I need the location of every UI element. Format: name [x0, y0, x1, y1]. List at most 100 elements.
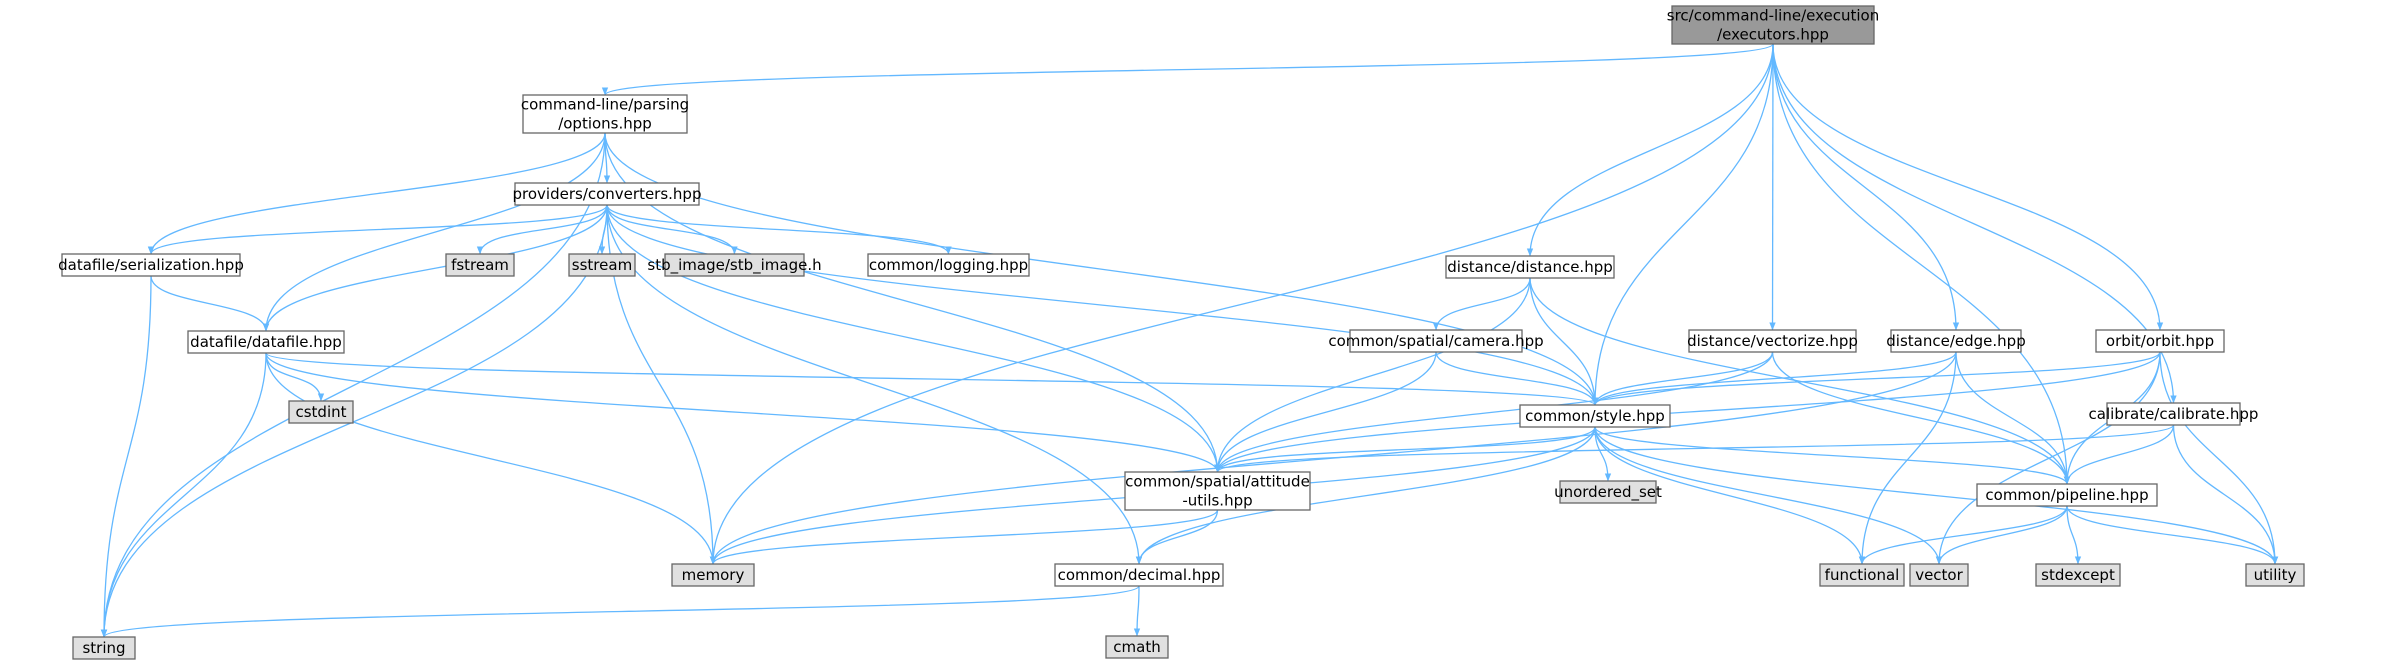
edge-line	[1214, 277, 1531, 473]
node-label: cstdint	[295, 403, 346, 421]
edge-root-to-edge	[1772, 43, 1960, 331]
edge-line	[606, 204, 1599, 406]
node-box	[568, 253, 636, 277]
edge-datafile-to-style	[265, 352, 1598, 406]
edges-layer	[100, 43, 2279, 638]
node-root[interactable]: src/command-line/execution/executors.hpp	[1667, 5, 1879, 45]
edge-line	[100, 204, 608, 638]
node-label: src/command-line/execution	[1667, 7, 1879, 25]
edge-line	[1935, 351, 2161, 565]
node-string: string	[72, 636, 136, 660]
edge-converters-to-stb_image	[606, 204, 738, 255]
node-calibrate[interactable]: calibrate/calibrate.hpp	[2089, 402, 2259, 426]
node-label: cmath	[1113, 638, 1160, 656]
edge-orbit-to-attitude	[1214, 351, 2161, 473]
edge-line	[1591, 351, 1774, 406]
edge-line	[1526, 43, 1774, 257]
node-serialization[interactable]: datafile/serialization.hpp	[58, 253, 244, 277]
node-stdexcept: stdexcept	[2035, 563, 2121, 587]
node-label: fstream	[451, 256, 509, 274]
node-style[interactable]: common/style.hpp	[1519, 404, 1671, 428]
node-vector: vector	[1909, 563, 1969, 587]
node-box	[664, 253, 805, 277]
node-vectorize[interactable]: distance/vectorize.hpp	[1687, 329, 1858, 353]
edge-line	[1214, 351, 2161, 473]
node-label: distance/distance.hpp	[1447, 258, 1613, 276]
edge-style-to-attitude	[1214, 426, 1596, 473]
node-decimal[interactable]: common/decimal.hpp	[1054, 563, 1224, 587]
edge-line	[265, 352, 325, 402]
edge-distance-to-attitude	[1214, 277, 1531, 473]
node-logging[interactable]: common/logging.hpp	[867, 253, 1030, 277]
edge-line	[1935, 505, 2068, 565]
edge-line	[100, 132, 606, 638]
edge-line	[1432, 277, 1531, 331]
node-label: datafile/serialization.hpp	[58, 256, 244, 274]
node-label: common/pipeline.hpp	[1985, 486, 2148, 504]
node-box	[1124, 471, 1311, 511]
edge-line	[476, 204, 608, 255]
node-label: datafile/datafile.hpp	[190, 333, 342, 351]
node-attitude[interactable]: common/spatial/attitude-utils.hpp	[1124, 471, 1311, 511]
edge-vectorize-to-style	[1591, 351, 1774, 406]
node-stb-image: stb_image/stb_image.h	[647, 253, 822, 277]
edge-style-to-utility	[1594, 426, 2279, 565]
edge-datafile-to-cstdint	[265, 352, 325, 402]
node-box	[522, 94, 688, 134]
edge-options-to-datafile	[262, 132, 606, 332]
edge-edge-to-pipeline	[1955, 351, 2071, 485]
node-box	[1671, 5, 1875, 45]
node-label: stb_image/stb_image.h	[647, 256, 821, 275]
node-label: common/decimal.hpp	[1058, 566, 1221, 584]
edge-line	[100, 275, 152, 638]
node-box	[1105, 635, 1169, 659]
edge-line	[1529, 277, 1599, 406]
node-distance[interactable]: distance/distance.hpp	[1445, 255, 1615, 279]
node-label: common/spatial/camera.hpp	[1328, 332, 1543, 350]
edge-style-to-pipeline	[1594, 426, 2071, 485]
edge-line	[606, 204, 1221, 473]
node-box	[2106, 402, 2241, 426]
edge-line	[147, 132, 606, 255]
node-datafile[interactable]: datafile/datafile.hpp	[187, 330, 345, 354]
node-options[interactable]: command-line/parsing/options.hpp	[521, 94, 689, 134]
node-label: -utils.hpp	[1182, 492, 1252, 510]
edge-vectorize-to-attitude	[1214, 351, 1774, 473]
node-camera[interactable]: common/spatial/camera.hpp	[1328, 329, 1544, 353]
edge-root-to-pipeline	[1772, 43, 2071, 485]
node-label: common/logging.hpp	[869, 256, 1028, 274]
edge-line	[262, 204, 608, 332]
edge-line	[1214, 426, 1596, 473]
edge-style-to-decimal	[1135, 426, 1596, 565]
node-converters[interactable]: providers/converters.hpp	[513, 182, 702, 206]
edge-line	[1214, 351, 1774, 473]
edge-decimal-to-cmath	[1133, 585, 1141, 637]
node-box	[1519, 404, 1671, 428]
node-label: command-line/parsing	[521, 96, 689, 114]
edge-line	[1135, 509, 1219, 565]
edge-calibrate-to-pipeline	[2063, 424, 2175, 485]
edge-line	[1214, 424, 2175, 473]
node-pipeline[interactable]: common/pipeline.hpp	[1976, 483, 2158, 507]
edge-line	[147, 204, 608, 255]
node-box	[1559, 480, 1657, 504]
edge-root-to-vectorize	[1769, 43, 1776, 331]
edge-calibrate-to-attitude	[1214, 424, 2175, 473]
edge-line	[1133, 585, 1141, 637]
node-box	[2245, 563, 2305, 587]
edge-style-to-functional	[1594, 426, 1866, 565]
edge-datafile-to-memory	[265, 352, 717, 565]
node-edge[interactable]: distance/edge.hpp	[1886, 329, 2026, 353]
edge-options-to-string	[100, 132, 606, 638]
edge-root-to-memory	[709, 43, 1774, 565]
node-utility: utility	[2245, 563, 2305, 587]
edge-root-to-distance	[1526, 43, 1774, 257]
node-orbit[interactable]: orbit/orbit.hpp	[2095, 329, 2225, 353]
edge-line	[606, 204, 1143, 565]
edge-line	[1591, 351, 1957, 406]
edge-line	[2063, 424, 2175, 485]
edge-line	[1529, 277, 2071, 485]
edge-pipeline-to-functional	[1858, 505, 2068, 565]
node-box	[72, 636, 136, 660]
edge-pipeline-to-stdexcept	[2066, 505, 2082, 565]
